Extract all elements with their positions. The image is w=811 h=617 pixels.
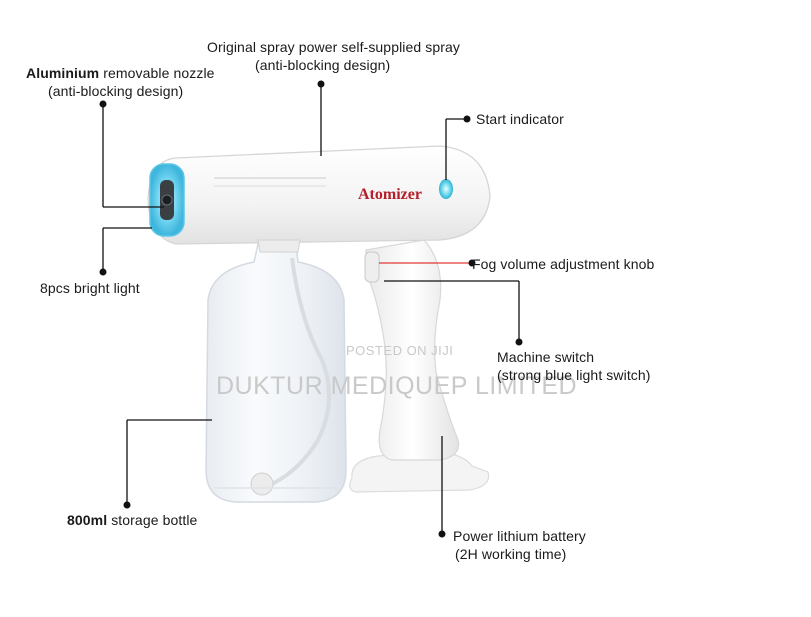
- nozzle-label-bold: Aluminium: [26, 65, 100, 81]
- battery-line1: Power lithium battery: [453, 528, 586, 544]
- bottle-label-rest: storage bottle: [107, 512, 198, 528]
- bottle-label: 800ml storage bottle: [67, 511, 197, 529]
- spray-label: Original spray power self-supplied spray…: [207, 38, 460, 74]
- machine-switch-label: Machine switch (strong blue light switch…: [497, 348, 651, 384]
- nozzle-label-rest: removable nozzle: [99, 65, 215, 81]
- nozzle-label-line2: (anti-blocking design): [48, 83, 184, 99]
- nozzle-label: Aluminium removable nozzle (anti-blockin…: [26, 64, 215, 100]
- start-indicator-label: Start indicator: [476, 111, 564, 127]
- brand-text: Atomizer: [358, 186, 422, 203]
- battery-line2: (2H working time): [455, 546, 567, 562]
- battery-label: Power lithium battery (2H working time): [453, 527, 586, 563]
- gun-handle: [364, 239, 460, 461]
- watermark-seller: DUKTUR MEDIQUEP LIMITED: [216, 372, 578, 400]
- fog-knob-label: Fog volume adjustment knob: [472, 256, 655, 272]
- bottle-label-bold: 800ml: [67, 512, 108, 528]
- gun-body: Atomizer: [147, 145, 491, 253]
- callout-lines: [102, 84, 520, 533]
- storage-bottle: [205, 243, 347, 503]
- spray-label-line2: (anti-blocking design): [255, 57, 391, 73]
- machine-switch-line1: Machine switch: [497, 349, 595, 365]
- machine-switch-line2: (strong blue light switch): [497, 367, 651, 383]
- gun-base: [349, 451, 490, 493]
- spray-label-line1: Original spray power self-supplied spray: [207, 39, 460, 55]
- bright-light-label: 8pcs bright light: [40, 280, 140, 296]
- watermark-posted: POSTED ON JIJI: [346, 343, 454, 358]
- callout-dots: [99, 80, 523, 538]
